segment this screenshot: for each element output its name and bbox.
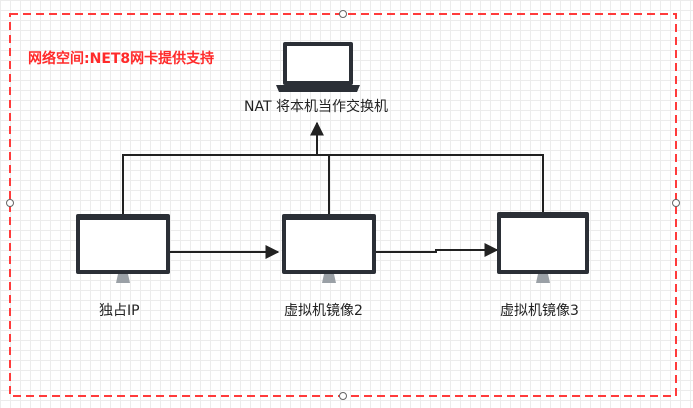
connectors[interactable] (122, 121, 544, 259)
selection-handles[interactable] (6, 10, 680, 400)
handle-left[interactable] (6, 199, 14, 207)
nat-host-label[interactable]: NAT 将本机当作交换机 (244, 99, 388, 115)
laptop-icon[interactable] (276, 42, 360, 92)
handle-right[interactable] (672, 199, 680, 207)
monitor-icon-vm2[interactable] (282, 214, 376, 283)
standalone-label[interactable]: 独占IP (99, 303, 140, 319)
connector-vm2-to-vm3[interactable] (376, 243, 499, 257)
monitor-icon-standalone[interactable] (76, 214, 170, 283)
handle-bottom[interactable] (339, 392, 347, 400)
network-space-title[interactable]: 网络空间:NET8网卡提供支持 (28, 51, 215, 67)
vm2-label[interactable]: 虚拟机镜像2 (284, 303, 363, 319)
handle-top[interactable] (339, 10, 347, 18)
vm3-label[interactable]: 虚拟机镜像3 (500, 303, 579, 319)
connector-vm3-to-bus[interactable] (317, 154, 544, 212)
monitor-icon-vm3[interactable] (497, 212, 589, 283)
connector-standalone-to-bus[interactable] (122, 154, 317, 214)
